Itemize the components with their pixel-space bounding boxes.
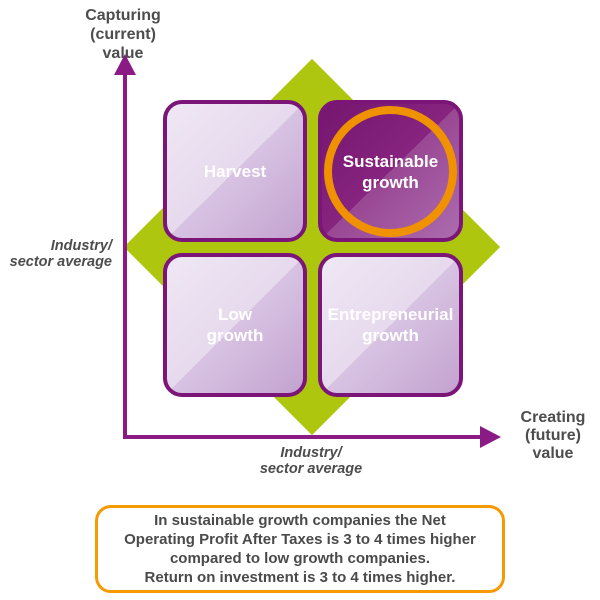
quadrant-sustainable-growth-label: Sustainable growth — [343, 151, 438, 193]
x-axis-title-line: value — [532, 445, 574, 462]
quadrant-low-growth-label-line: Low — [218, 305, 252, 324]
quadrant-harvest: Harvest — [163, 100, 307, 242]
y-axis-reference-line: Industry/ — [50, 238, 112, 254]
quadrant-entrepreneurial-growth: Entrepreneurial growth — [318, 253, 463, 397]
quadrant-harvest-label: Harvest — [204, 161, 266, 182]
callout-box: In sustainable growth companies the Net … — [95, 505, 505, 593]
callout-text-line: Return on investment is 3 to 4 times hig… — [144, 569, 456, 586]
quadrant-sustainable-growth: Sustainable growth — [318, 100, 463, 242]
quadrant-entrepreneurial-growth-label: Entrepreneurial growth — [328, 304, 454, 346]
y-axis-reference-label: Industry/ sector average — [0, 238, 112, 270]
y-axis-title-line: (current) — [90, 26, 156, 43]
x-axis-reference-line: Industry/ — [280, 445, 342, 461]
callout-text-line: In sustainable growth companies the Net — [154, 512, 446, 529]
quadrant-entrepreneurial-growth-label-line: Entrepreneurial — [327, 305, 454, 324]
y-axis-arrowhead-icon — [114, 54, 136, 75]
y-axis-line — [123, 72, 127, 439]
quadrant-low-growth: Low growth — [163, 253, 307, 397]
x-axis-reference-line: sector average — [259, 461, 363, 477]
callout-text-line: Operating Profit After Taxes is 3 to 4 t… — [124, 531, 476, 548]
y-axis-title-line: Capturing — [85, 7, 161, 24]
x-axis-title-line: Creating — [520, 409, 586, 426]
quadrant-entrepreneurial-growth-label-line: growth — [362, 326, 419, 345]
y-axis-title-line: value — [102, 45, 144, 62]
x-axis-line — [123, 435, 483, 439]
quadrant-sustainable-growth-label-line: growth — [362, 172, 419, 192]
quadrant-sustainable-growth-label-line: Sustainable — [342, 151, 439, 171]
quadrant-harvest-label-line: Harvest — [203, 161, 267, 181]
y-axis-reference-line: sector average — [9, 254, 112, 270]
y-axis-title: Capturing (current) value — [43, 6, 203, 63]
callout-text-line: compared to low growth companies. — [169, 550, 431, 567]
highlight-ring: Sustainable growth — [324, 106, 457, 237]
quadrant-low-growth-label: Low growth — [207, 304, 264, 346]
quadrant-low-growth-label-line: growth — [206, 326, 264, 345]
x-axis-reference-label: Industry/ sector average — [230, 445, 392, 477]
x-axis-arrowhead-icon — [480, 426, 501, 448]
x-axis-title-line: (future) — [525, 427, 581, 444]
x-axis-title: Creating (future) value — [510, 409, 596, 463]
